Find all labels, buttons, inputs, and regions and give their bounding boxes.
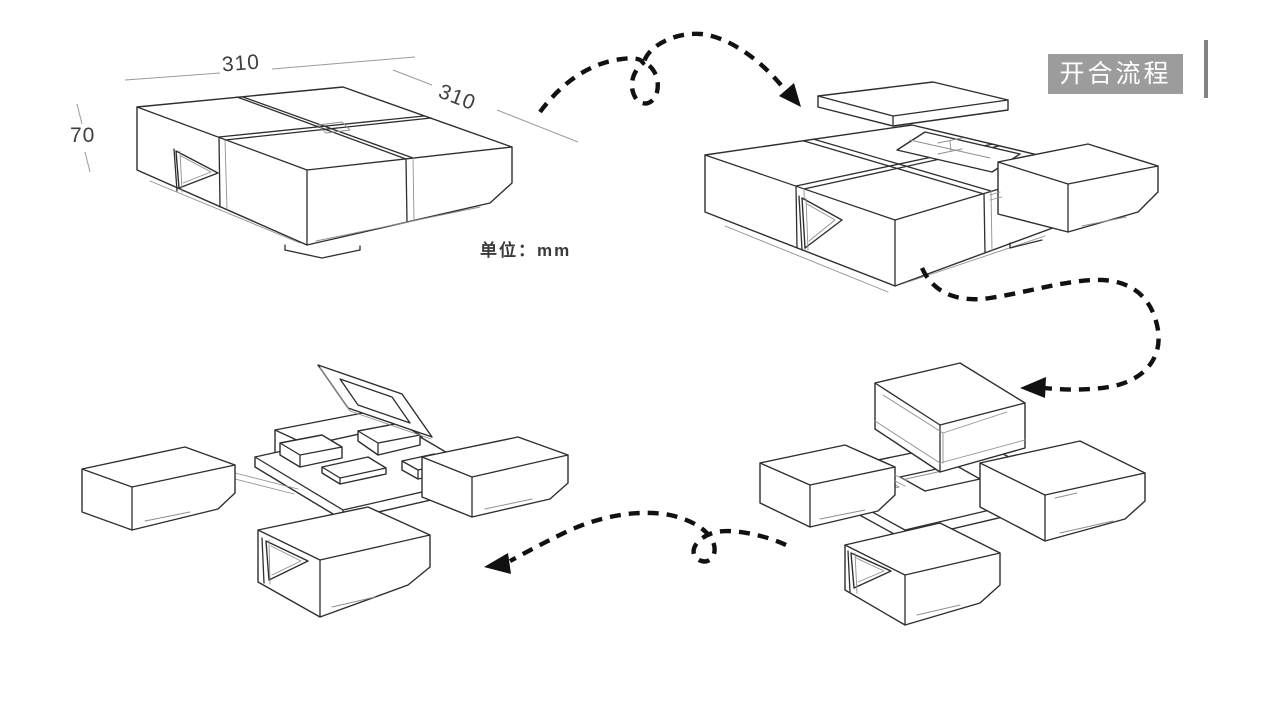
left-module [759,444,908,528]
stage-4-exploded-drawing [81,364,569,618]
stage-3-opened-drawing [759,362,1146,626]
left-module [81,446,299,531]
closed-box [136,86,513,259]
right-module [979,440,1146,542]
top-module [874,362,1026,473]
floating-lid [317,364,433,440]
front-module [844,522,1001,626]
flow-arrow-1-icon [538,31,801,114]
flow-arrow-3-icon [484,510,787,574]
unit-label: 单位：mm [480,241,572,260]
organizer-boxes [279,422,451,485]
flow-title-badge: 开合流程 [1048,54,1183,94]
stage-2-sliding-open-drawing [704,81,1159,293]
title-divider [1204,40,1208,98]
dimension-lines [76,56,579,173]
front-module [257,506,431,618]
flow-arrow-2-icon [919,267,1161,398]
dimension-width-label: 310 [221,50,261,77]
stage-1-closed-drawing [76,56,579,259]
right-module [421,436,569,518]
back-module [817,81,1009,127]
right-module [989,143,1159,233]
dimension-height-label: 70 [70,124,96,147]
